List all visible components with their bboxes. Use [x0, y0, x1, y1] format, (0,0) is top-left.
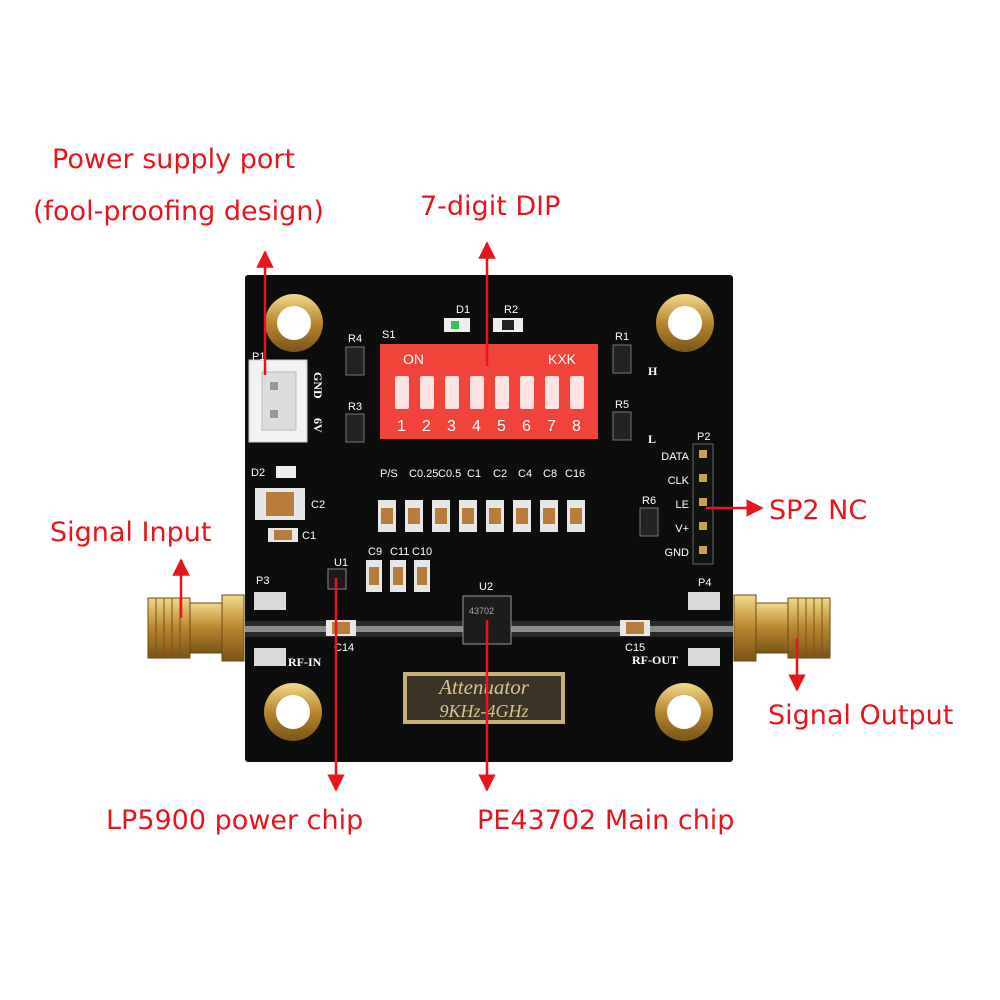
mount-hole-tr [656, 294, 714, 352]
l-label: L [648, 432, 656, 446]
dip-numbers: 1 2 3 4 5 6 7 8 [397, 418, 581, 435]
pad-p4-top [688, 592, 720, 610]
ps-label-6: C8 [543, 468, 557, 480]
header-p2 [692, 443, 714, 565]
dip-callout: 7-digit DIP [420, 191, 561, 222]
header-pin-le: LE [676, 499, 689, 511]
dip-brand-label: KXK [548, 351, 577, 367]
dip-number-7: 7 [547, 418, 556, 435]
s1-label: S1 [382, 329, 395, 341]
r4-label: R4 [348, 333, 362, 345]
sp2-callout: SP2 NC [769, 495, 868, 526]
rf-out-label: RF-OUT [632, 653, 678, 667]
p2-label: P2 [697, 431, 710, 443]
pe43702-callout: PE43702 Main chip [477, 805, 735, 836]
c1-label: C1 [302, 530, 316, 542]
pad-p4-bottom [688, 648, 720, 666]
power-connector [248, 359, 308, 443]
ps-label-3: C1 [467, 468, 481, 480]
frequency-text: 9KHz-4GHz [439, 701, 528, 721]
h-label: H [648, 364, 658, 378]
p1-label: P1 [252, 351, 265, 363]
c15-label: C15 [625, 642, 645, 654]
signal-input-callout: Signal Input [50, 517, 212, 548]
header-pin-data: DATA [661, 451, 689, 463]
lp5900-callout: LP5900 power chip [106, 805, 364, 836]
p4-label: P4 [698, 577, 711, 589]
resistor-r6 [639, 507, 659, 537]
resistor-r4 [345, 346, 365, 376]
dip-number-5: 5 [497, 418, 506, 435]
dip-on-label: ON [403, 351, 424, 367]
c10-label: C10 [412, 546, 432, 558]
d1-label: D1 [456, 304, 470, 316]
ps-label-5: C4 [518, 468, 532, 480]
sma-connector-left [147, 594, 245, 662]
dip-number-8: 8 [572, 418, 581, 435]
header-pin-clk: CLK [668, 475, 690, 487]
ps-label-0: P/S [380, 468, 398, 480]
ps-labels: P/S C0.25 C0.5 C1 C2 C4 C8 C16 [380, 468, 585, 480]
u1-label: U1 [334, 557, 348, 569]
power-port-callout-line2: (fool-proofing design) [33, 196, 324, 227]
resistor-r5 [612, 411, 632, 441]
header-pin-vplus: V+ [675, 523, 689, 535]
ps-label-2: C0.5 [438, 468, 461, 480]
mount-hole-tl [265, 294, 323, 352]
sma-connector-right [733, 594, 831, 662]
mount-hole-bl [264, 683, 322, 741]
signal-output-callout: Signal Output [768, 700, 954, 731]
attenuator-text: Attenuator [437, 675, 530, 699]
pad-p3-top [254, 592, 286, 610]
capacitor-row [378, 500, 585, 532]
pad-p3-bottom [254, 648, 286, 666]
dip-number-3: 3 [447, 418, 456, 435]
ps-label-4: C2 [493, 468, 507, 480]
c2-label: C2 [311, 499, 325, 511]
port-6v-label: 6V [311, 418, 325, 433]
power-port-callout-line1: Power supply port [52, 144, 296, 175]
mount-hole-br [655, 683, 713, 741]
chip-marking: 43702 [469, 606, 494, 616]
c14-label: C14 [334, 642, 354, 654]
dip-number-2: 2 [422, 418, 431, 435]
u2-label: U2 [479, 581, 493, 593]
dip-number-4: 4 [472, 418, 481, 435]
r1-label: R1 [615, 331, 629, 343]
header-pin-gnd: GND [665, 547, 690, 559]
r5-label: R5 [615, 399, 629, 411]
resistor-r3 [345, 413, 365, 443]
rf-in-label: RF-IN [288, 655, 322, 669]
c9-label: C9 [368, 546, 382, 558]
diode-d2 [276, 466, 296, 478]
r3-label: R3 [348, 401, 362, 413]
r2-label: R2 [504, 304, 518, 316]
port-gnd-label: GND [311, 372, 325, 399]
p3-label: P3 [256, 575, 269, 587]
dip-number-6: 6 [522, 418, 531, 435]
ps-label-1: C0.25 [409, 468, 438, 480]
dip-number-1: 1 [397, 418, 406, 435]
dip-toggles [395, 376, 584, 409]
d2-label: D2 [251, 467, 265, 479]
ps-label-7: C16 [565, 468, 585, 480]
dip-switch [380, 344, 598, 439]
c11-label: C11 [390, 546, 409, 558]
resistor-r1 [612, 344, 632, 374]
r6-label: R6 [642, 495, 656, 507]
